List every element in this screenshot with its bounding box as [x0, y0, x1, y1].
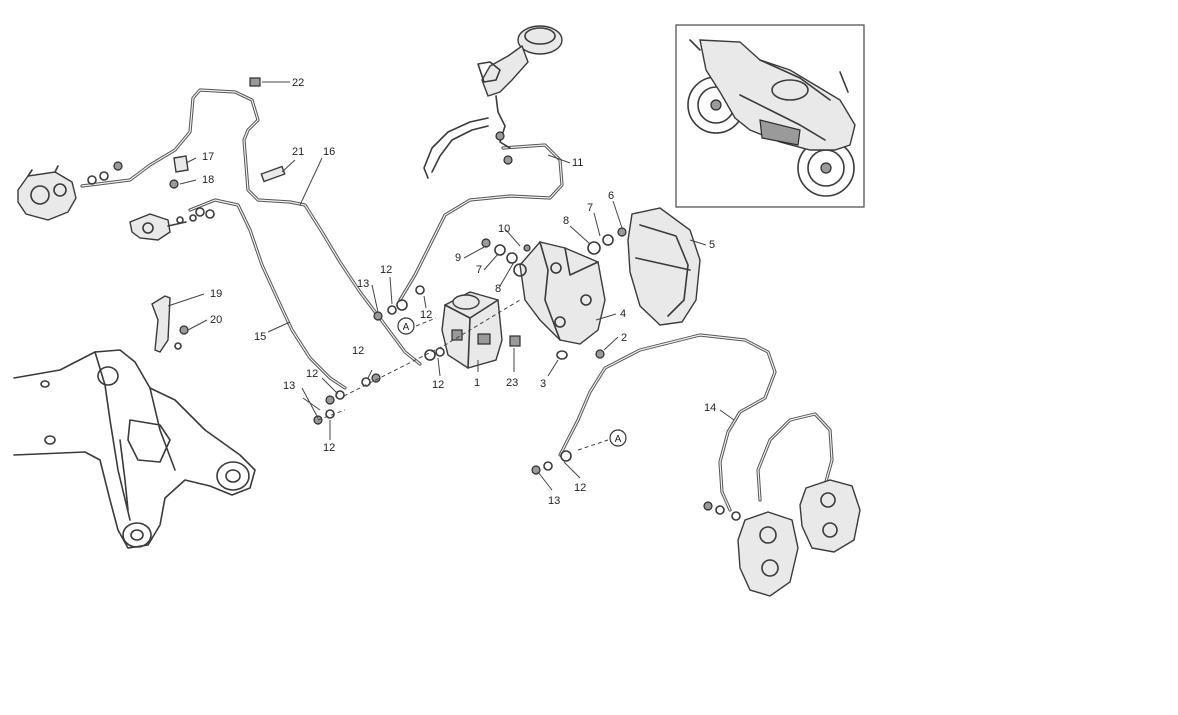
callout-9: 9 [455, 252, 461, 264]
svg-text:A: A [615, 434, 622, 445]
assembly-dashed-lines [317, 299, 609, 451]
callout-5: 5 [709, 239, 715, 251]
abs-cover [627, 207, 701, 326]
fittings-and-bolts [87, 77, 741, 521]
callout-10: 10 [498, 223, 510, 235]
callout-15: 15 [254, 331, 266, 343]
callout-12-d: 12 [352, 345, 364, 357]
callout-4: 4 [620, 308, 626, 320]
callout-21: 21 [292, 146, 304, 158]
callout-14: 14 [704, 402, 716, 414]
callout-17: 17 [202, 151, 214, 163]
callout-12-b: 12 [420, 309, 432, 321]
reference-marker-a-2: A [609, 429, 627, 447]
callout-20: 20 [210, 314, 222, 326]
reference-marker-a-1: A [397, 317, 415, 335]
callout-16: 16 [323, 146, 335, 158]
svg-text:A: A [403, 322, 410, 333]
callout-19: 19 [210, 288, 222, 300]
callout-12-f: 12 [323, 442, 335, 454]
callout-13-c: 13 [548, 495, 560, 507]
callout-3: 3 [540, 378, 546, 390]
callout-6: 6 [608, 190, 614, 202]
frame-swingarm [13, 349, 256, 549]
rear-brake-caliper-left [17, 165, 77, 221]
callout-23: 23 [506, 377, 518, 389]
callout-1: 1 [474, 377, 480, 389]
motorcycle-inset [675, 24, 865, 208]
callout-8b: 8 [563, 215, 569, 227]
abs-control-unit [441, 291, 503, 369]
front-brake-master-cylinder [423, 25, 563, 179]
callout-13-b: 13 [283, 380, 295, 392]
callout-12-e: 12 [306, 368, 318, 380]
callout-2: 2 [621, 332, 627, 344]
callout-leaders [167, 81, 735, 491]
callout-12-g: 12 [574, 482, 586, 494]
abs-mounting-bracket [519, 241, 606, 345]
callout-18: 18 [202, 174, 214, 186]
callout-labels: 22 17 18 21 16 19 20 15 11 6 7 8 5 4 2 3… [202, 77, 716, 507]
callout-8a: 8 [495, 283, 501, 295]
callout-12-c: 12 [380, 264, 392, 276]
callout-22: 22 [292, 77, 304, 89]
callout-7b: 7 [587, 202, 593, 214]
callout-11: 11 [572, 157, 583, 169]
callout-12-a: 12 [432, 379, 444, 391]
callout-13-a: 13 [357, 278, 369, 290]
rear-master-cylinder [129, 213, 197, 241]
brake-hoses [80, 88, 834, 512]
callout-7a: 7 [476, 264, 482, 276]
front-brake-calipers [737, 479, 861, 597]
